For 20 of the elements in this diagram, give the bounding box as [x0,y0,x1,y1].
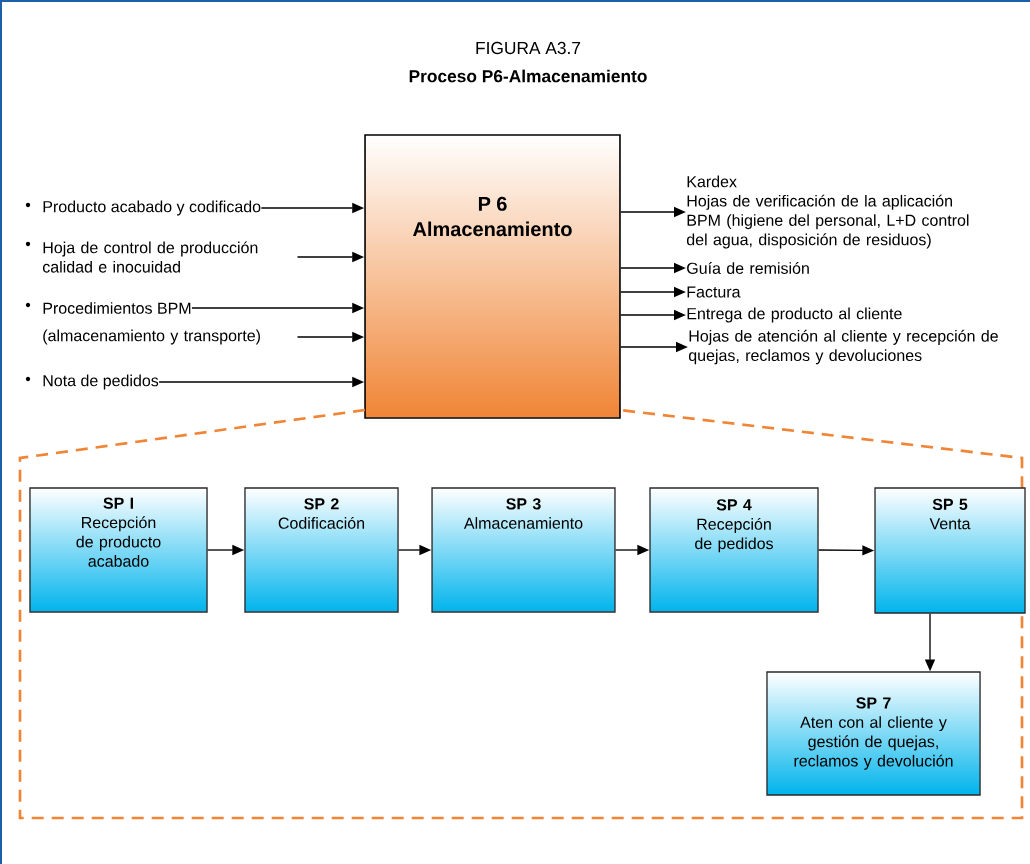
subprocess-box: SP I Recepción de producto acabado [29,487,208,613]
subprocess-box: SP 3 Almacenamiento [431,487,616,613]
input-text: Nota de pedidos [25,374,159,390]
input-text: Producto acabado y codificado [25,200,261,216]
output-text: Kardex Hojas de verificación de la aplicación BPM (higiene del personal, L+D control del agua, disposición de residuos) [686,175,969,249]
input-text: (almacenamiento y transporte) [43,329,260,345]
subprocess-box: SP 2 Codificación [244,487,399,613]
subprocess-box: SP 4 Recepción de pedidos [649,487,819,613]
input-text: Hoja de control de producción calidad e inocuidad [25,241,258,273]
input-text: Procedimientos BPM [25,302,191,314]
process-box: P 6 Almacenamiento [364,134,621,419]
title: Proceso P6-Almacenamiento [409,69,647,83]
output-text: Hojas de atención al cliente y recepción de quejas, reclamos y devoluciones [688,329,998,365]
subprocess-box: SP 7 Aten con al cliente y gestión de quejas, reclamos y devolución [766,671,981,796]
dashed-frame [18,408,1024,820]
output-text: Guía de remisión [687,262,809,274]
subprocess-box: SP 5 Venta [874,487,1026,614]
output-text: Factura [687,286,741,298]
figure-number: FIGURA A3.7 [476,41,581,55]
output-text: Entrega de producto al cliente [687,307,902,323]
